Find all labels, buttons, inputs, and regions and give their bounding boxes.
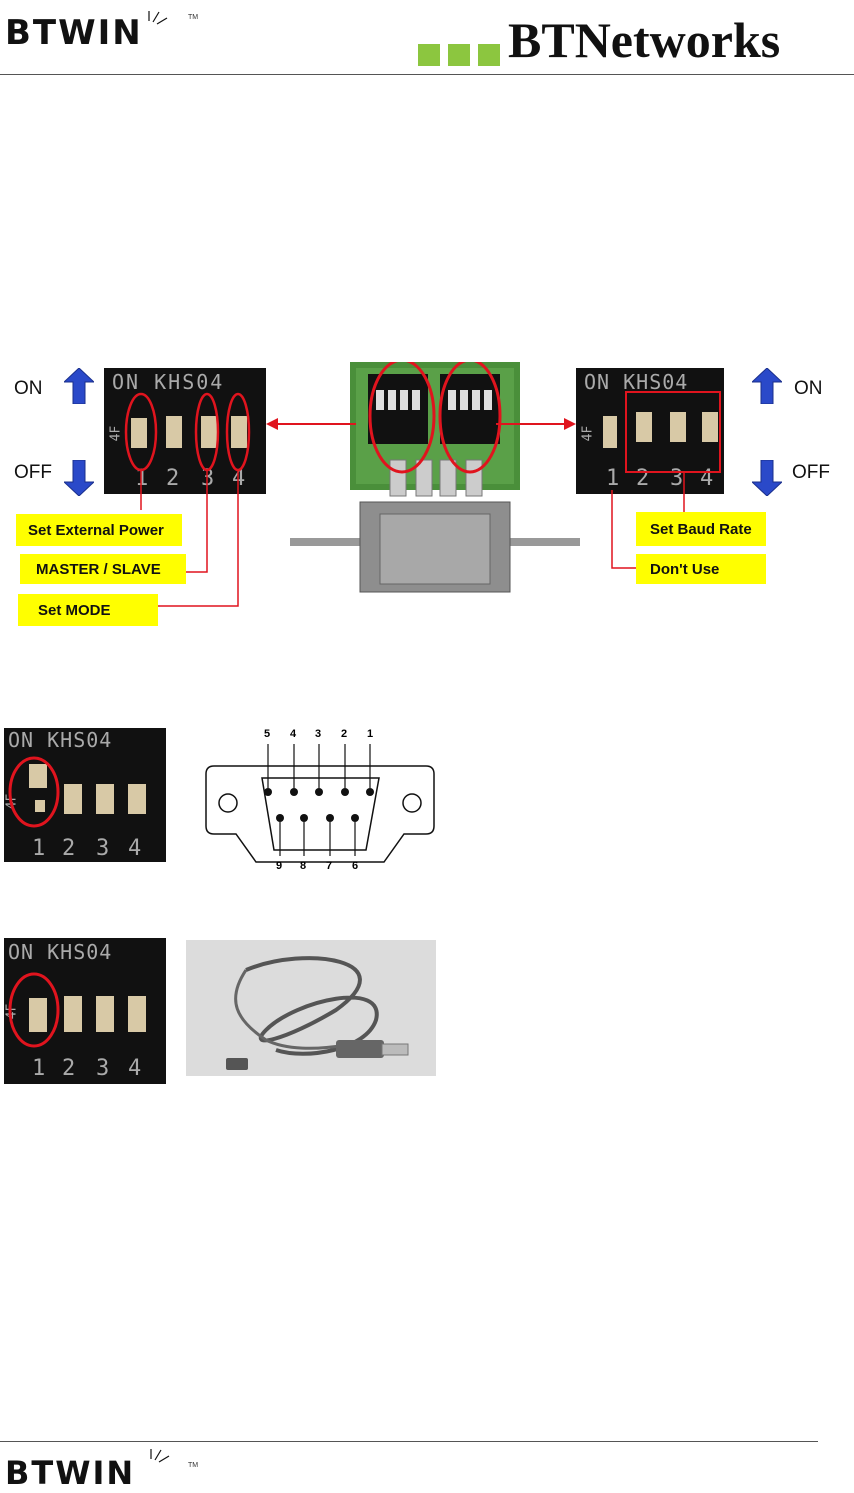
label-set-mode: Set MODE — [18, 594, 158, 626]
brand-title: BTNetworks — [508, 10, 780, 70]
footer-logo: BTWIN — [5, 1446, 205, 1488]
label-dont-use: Don't Use — [636, 554, 766, 584]
dip-side-text-right: 4F — [580, 426, 595, 442]
right-annotation-lines — [600, 380, 740, 580]
arrow-up-right-icon — [752, 368, 782, 404]
usb-cable-photo — [186, 940, 436, 1076]
dip-switch-small-2: ON KHS04 4F 1 2 3 4 — [4, 938, 166, 1084]
db9-pin-2: 2 — [341, 728, 347, 740]
label-set-baud-rate: Set Baud Rate — [636, 512, 766, 546]
db9-pin-5: 5 — [264, 728, 270, 740]
arrow-down-right-icon — [752, 460, 782, 496]
btwin-logo-icon: BTWIN — [5, 8, 215, 53]
svg-text:BTWIN: BTWIN — [5, 13, 143, 53]
left-annotation-lines — [0, 360, 300, 630]
svg-text:BTWIN: BTWIN — [5, 1454, 135, 1488]
dip-switch-small-1: ON KHS04 4F 1 2 3 4 — [4, 728, 166, 862]
footer-rule — [0, 1441, 818, 1442]
label-master-slave: MASTER / SLAVE — [20, 554, 186, 584]
brand-square-1 — [418, 44, 440, 66]
serial-adapter-photo — [290, 362, 580, 602]
db9-pin-3: 3 — [315, 728, 321, 740]
arrow-right-icon — [496, 416, 576, 432]
header-logo: BTWIN — [5, 8, 215, 53]
db9-pin-8: 8 — [300, 860, 306, 872]
db9-pin-6: 6 — [352, 860, 358, 872]
footer-tm: TM — [188, 1462, 198, 1469]
db9-pin-4: 4 — [290, 728, 296, 740]
off-label-right: OFF — [792, 462, 830, 484]
header-tm: TM — [188, 14, 198, 21]
label-set-external-power: Set External Power — [16, 514, 182, 546]
db9-pin-9: 9 — [276, 860, 282, 872]
db9-pin-1: 1 — [367, 728, 373, 740]
db9-pin-7: 7 — [326, 860, 332, 872]
header-rule — [0, 74, 854, 75]
brand-square-2 — [448, 44, 470, 66]
btwin-footer-logo-icon: BTWIN — [5, 1446, 205, 1488]
db9-connector-diagram: 5 4 3 2 1 9 8 7 6 — [204, 726, 436, 876]
brand-square-3 — [478, 44, 500, 66]
on-label-right: ON — [794, 378, 823, 400]
